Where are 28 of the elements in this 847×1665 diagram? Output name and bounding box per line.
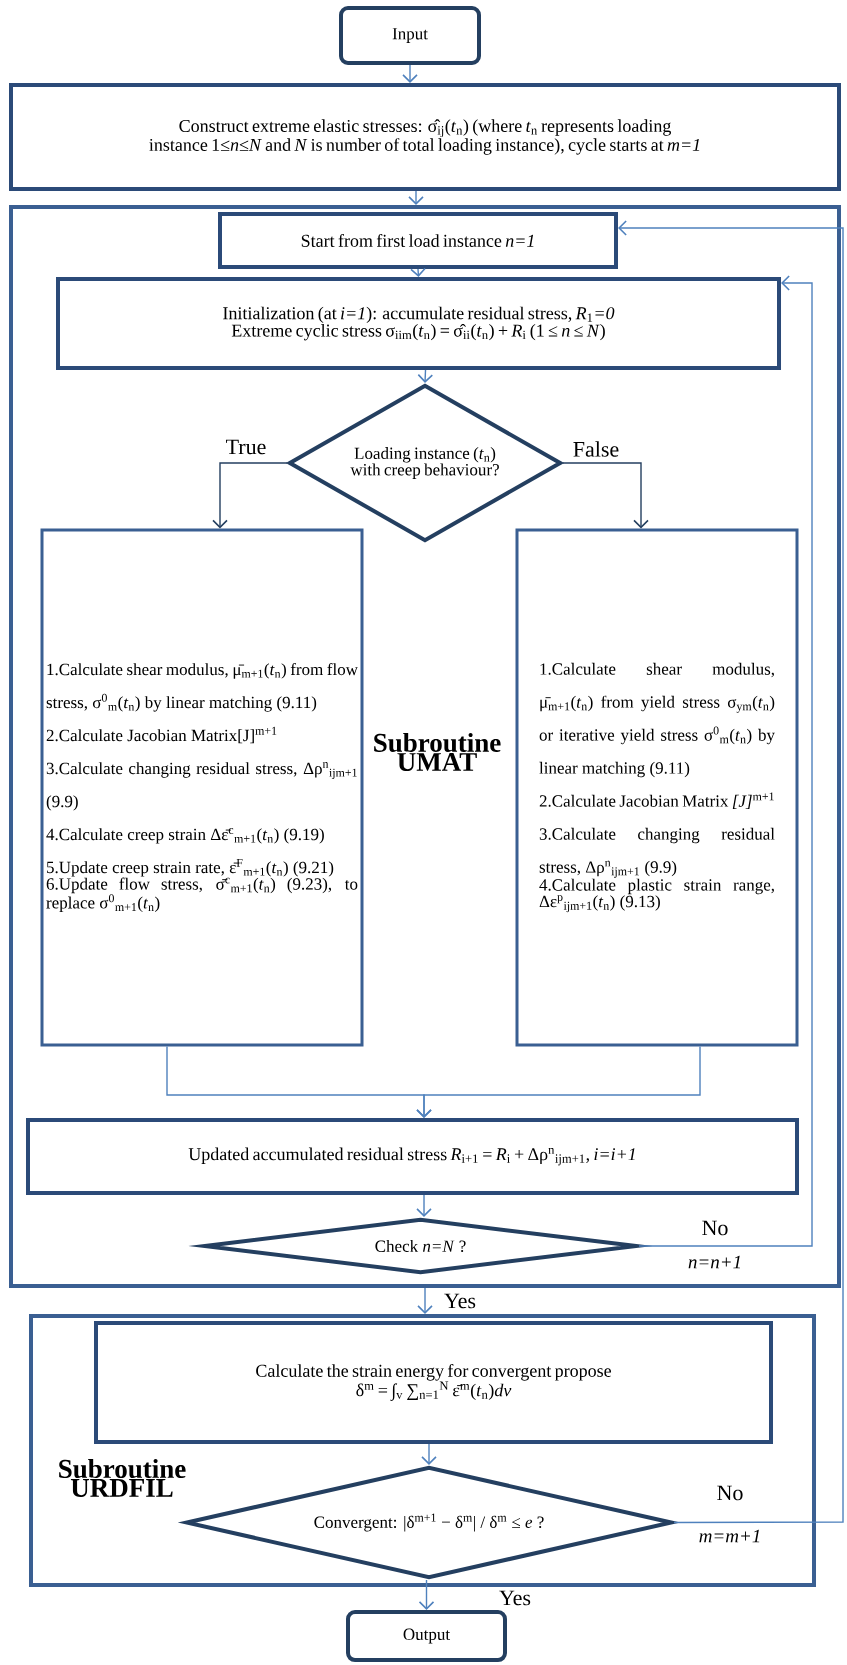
process-box: Construct extreme elastic stresses: σ̂$_{ij}$(t$_{n}$) (where t$_{n}$ represents loading instance 1≤n≤N and N is number of total loading instance), cycle starts at m=1 [9, 83, 841, 191]
terminal-box: Input [339, 6, 481, 65]
counter-label: m=m+1 [697, 1528, 763, 1544]
arrow [416, 1194, 432, 1217]
arrow [638, 275, 813, 1247]
edge-label: No [715, 1484, 745, 1502]
process-box: Updated accumulated residual stress R$_{i+1}$ = R$_{i}$ + Δρ$^{n}$$_{ijm+1}$, i=i+1 [26, 1118, 799, 1195]
edge-label: Yes [443, 1292, 477, 1310]
process-box: Start from first load instance n=1 [218, 212, 618, 269]
arrow [212, 462, 288, 529]
arrow [416, 1045, 701, 1118]
arrow [417, 1287, 433, 1314]
terminal-box: Output [346, 1610, 507, 1662]
process-box: Calculate the strain energy for convergent propose δ$^{m}$ = ∫$_{v}$ ∑$_{n=1}$$^{N}$ ε̄$^{m}$(t$_{n}$)dv [94, 1321, 773, 1444]
arrow [618, 220, 844, 1524]
edge-label: False [571, 440, 621, 458]
subroutine-label: Subroutine UMAT [374, 732, 501, 772]
step-list-box: 1.Calculate shear modulus, μ̄$_{m+1}$(t$_{n}$) from yield stress σ$_{ym}$(t$_{n}$) or iterative yield stress σ$^{0}$$_{m}$(t$_{n}$) by linear matching (9.11) 2.Calculate Jacobian Matrix [J]$^{m+1}$ 3.Calculate changing residual stress, Δρ$^{n}$$_{ijm+1}$ (9.9) 4.Calculate plastic strain range, Δε$^{p}$$_{ijm+1}$(t$_{n}$) (9.13) [515, 528, 799, 1047]
arrow [418, 1579, 435, 1611]
arrow [421, 1443, 437, 1465]
step-list-box: 1.Calculate shear modulus, μ̄$_{m+1}$(t$_{n}$) from flow stress, σ$^{0}$$_{m}$(t$_{n}$) by linear matching (9.11) 2.Calculate Jacobian Matrix[J]$^{m+1}$ 3.Calculate changing residual stress, Δρ$^{n}$ijm+1 (9.9) 4.Calculate creep strain Δε̄$^{c}$$_{m+1}$(t$_{n}$) (9.19) 5.Update creep strain rate, ε̄$^{F}$$_{m+1}$(t$_{n}$) (9.21) 6.Update flow stress, σ̄$^{c}$$_{m+1}$(t$_{n}$) (9.23), to replace σ$^{0}$$_{m+1}$(t$_{n}$) [40, 528, 364, 1047]
arrow [402, 64, 418, 83]
counter-label: n=n+1 [686, 1254, 744, 1270]
edge-label: Yes [498, 1589, 532, 1607]
edge-label: No [700, 1219, 730, 1237]
edge-label: True [224, 438, 268, 456]
arrow [562, 462, 649, 529]
process-box: Initialization (at i=1): accumulate residual stress, R$_{1}$=0 Extreme cyclic stress σ$_{iim}$(t$_{n}$) = σ̂$_{ii}$(t$_{n}$) + R$_{i}$ (1 ≤ n ≤ N) [56, 277, 781, 370]
